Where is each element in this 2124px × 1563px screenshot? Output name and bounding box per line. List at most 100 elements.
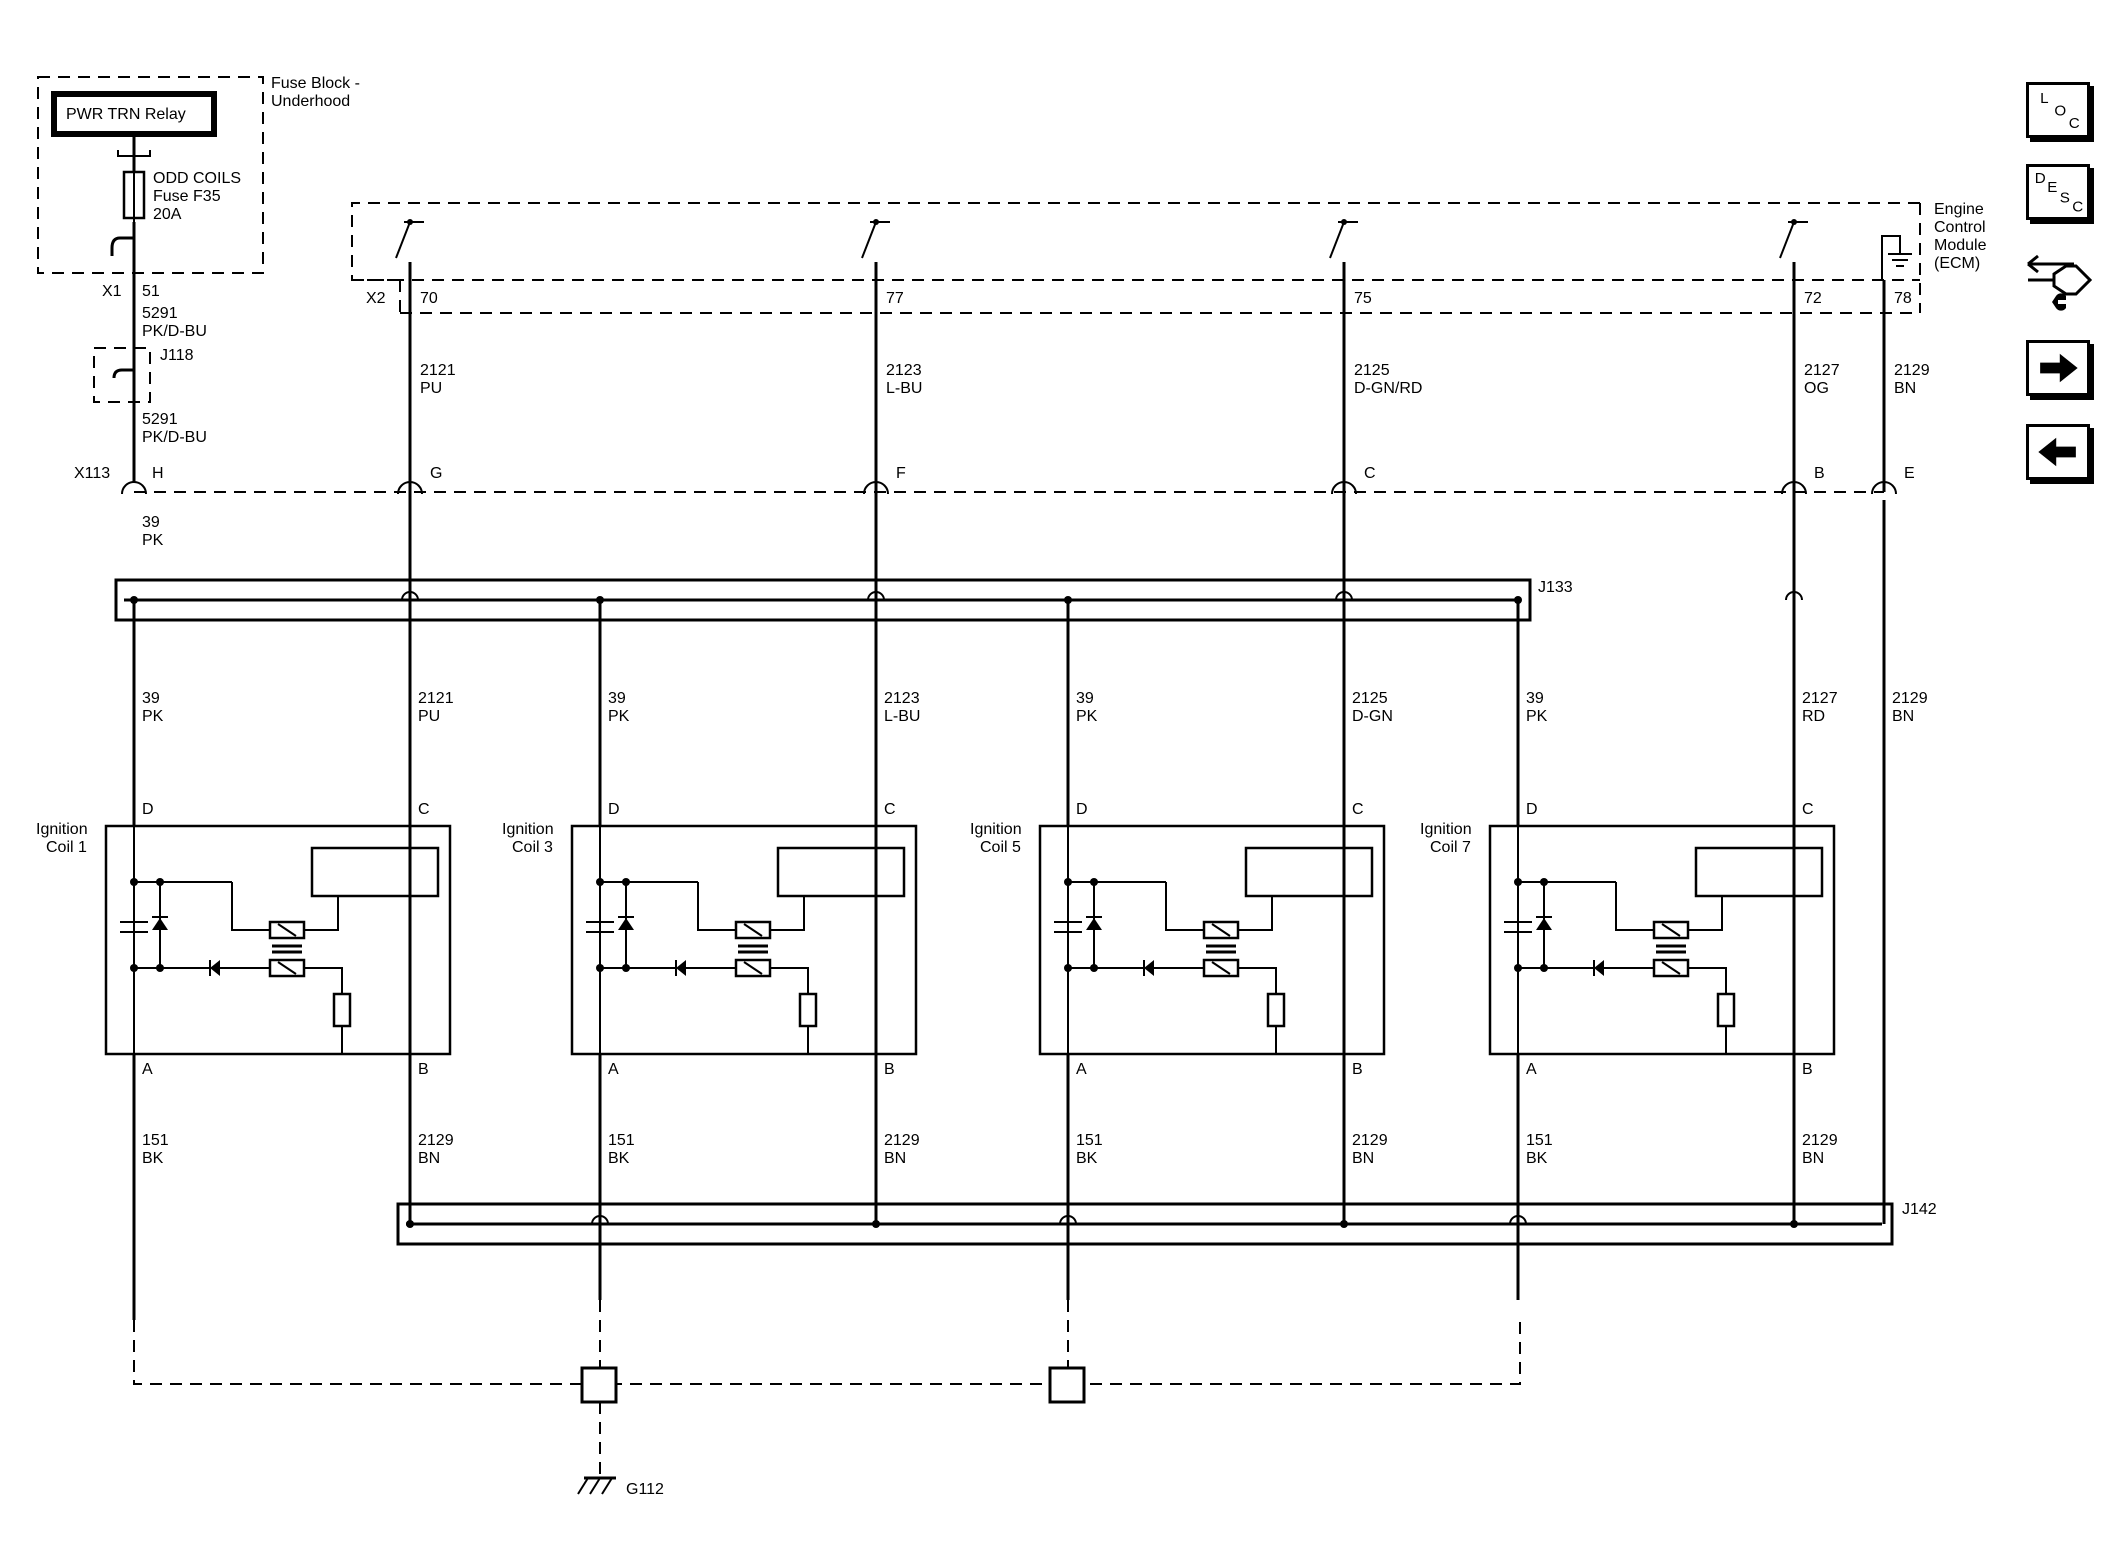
- previous-page-arrow-button[interactable]: [2026, 424, 2090, 480]
- coil-c-circuit: 2127: [1802, 690, 1838, 707]
- coil-c-circuit: 2123: [884, 690, 920, 707]
- ecm-pin-label-77: 77: [886, 290, 904, 307]
- ecm-wire-color-72: OG: [1804, 380, 1829, 397]
- coil-c-circuit: 2125: [1352, 690, 1388, 707]
- x1-pin-label: 51: [142, 283, 160, 300]
- ground-connector-block-left: [580, 1366, 618, 1404]
- coil-a-color: BK: [1076, 1150, 1098, 1167]
- x113-pin-G: G: [430, 465, 442, 482]
- x113-pin-F: F: [896, 465, 906, 482]
- next-page-arrow-button[interactable]: [2026, 340, 2090, 396]
- coil-a-color: BK: [608, 1150, 630, 1167]
- ecm-wire-circuit-72: 2127: [1804, 362, 1840, 379]
- coil-name-line1: Ignition: [970, 821, 1022, 838]
- coil-c-color: PU: [418, 708, 440, 725]
- wire-39-color-top: PK: [142, 532, 164, 549]
- loc-letter-o: O: [2054, 102, 2066, 119]
- wire-2129-circuit-right: 2129: [1892, 690, 1928, 707]
- coil-b-circuit: 2129: [1352, 1132, 1388, 1149]
- ecm-label-2: Control: [1934, 219, 1986, 236]
- coil-driver-module: [1694, 846, 1824, 898]
- diode-symbol: [152, 918, 168, 930]
- coil-d-color: PK: [1526, 708, 1548, 725]
- coil-resistor: [332, 992, 352, 1028]
- pwr-trn-relay-label: PWR TRN Relay: [66, 106, 186, 123]
- coil-driver-module: [776, 846, 906, 898]
- desc-letter-c: C: [2072, 199, 2083, 216]
- coil-pin-c: C: [1352, 801, 1364, 818]
- coil-b-color: BN: [418, 1150, 440, 1167]
- fuse-block-underhood: Fuse Block - Underhood PWR TRN Relay ODD…: [37, 75, 360, 300]
- loc-letter-c: C: [2069, 115, 2080, 132]
- desc-letter-d: D: [2035, 170, 2046, 187]
- ecm-pin-label-78: 78: [1894, 290, 1912, 307]
- j142-label: J142: [1902, 1201, 1937, 1218]
- coil-a-circuit: 151: [608, 1132, 635, 1149]
- coil-name-line1: Ignition: [502, 821, 554, 838]
- ecm-wire-circuit-77: 2123: [886, 362, 922, 379]
- coil-c-color: RD: [1802, 708, 1825, 725]
- coil-d-circuit: 39: [608, 690, 626, 707]
- coil-d-color: PK: [1076, 708, 1098, 725]
- coil-resistor: [1716, 992, 1736, 1028]
- coil-pin-a: A: [142, 1061, 153, 1078]
- fuse-line2: Fuse F35: [153, 188, 221, 205]
- coil-name-line2: Coil 3: [512, 839, 553, 856]
- coil-pin-c: C: [418, 801, 430, 818]
- coil-name-line1: Ignition: [36, 821, 88, 838]
- wire-5291-color-bottom: PK/D-BU: [142, 429, 207, 446]
- coil-b-color: BN: [1352, 1150, 1374, 1167]
- coil-pin-c: C: [884, 801, 896, 818]
- x113-pin-B: B: [1814, 465, 1825, 482]
- fuse-block-title: Fuse Block -: [271, 75, 360, 92]
- ecm-label-4: (ECM): [1934, 255, 1980, 272]
- coil-pin-d: D: [142, 801, 154, 818]
- diode-symbol: [1086, 918, 1102, 930]
- coil-name-line2: Coil 5: [980, 839, 1021, 856]
- ecm-wire-color-78: BN: [1894, 380, 1916, 397]
- j133-label: J133: [1538, 579, 1573, 596]
- ecm-wire-circuit-75: 2125: [1354, 362, 1390, 379]
- fuse-block-subtitle: Underhood: [271, 93, 350, 110]
- x113-pin-C: C: [1364, 465, 1376, 482]
- coil-pin-d: D: [1076, 801, 1088, 818]
- coil-pin-a: A: [1076, 1061, 1087, 1078]
- coil-a-color: BK: [1526, 1150, 1548, 1167]
- wire-5291-circuit-top: 5291: [142, 305, 178, 322]
- x113-pin-E: E: [1904, 465, 1915, 482]
- coil-a-circuit: 151: [142, 1132, 169, 1149]
- ecm-wire-circuit-78: 2129: [1894, 362, 1930, 379]
- coil-a-circuit: 151: [1526, 1132, 1553, 1149]
- coil-c-color: L-BU: [884, 708, 920, 725]
- coil-c-color: D-GN: [1352, 708, 1393, 725]
- ecm-wire-color-75: D-GN/RD: [1354, 380, 1422, 397]
- x113-label: X113: [74, 465, 110, 482]
- coil-b-circuit: 2129: [884, 1132, 920, 1149]
- ecm-label-3: Module: [1934, 237, 1987, 254]
- coil-pin-b: B: [884, 1061, 895, 1078]
- connector-wrench-icon[interactable]: [2024, 244, 2096, 316]
- ecm-label-1: Engine: [1934, 201, 1984, 218]
- diode-symbol: [618, 918, 634, 930]
- x113-connector: X113 H 39 PK: [74, 465, 1884, 549]
- coil-pin-b: B: [1802, 1061, 1813, 1078]
- coil-name-line1: Ignition: [1420, 821, 1472, 838]
- coil-b-color: BN: [884, 1150, 906, 1167]
- g112-label: G112: [626, 1481, 664, 1498]
- coil-b-circuit: 2129: [418, 1132, 454, 1149]
- ecm-pins: 702121PUG772123L-BUF752125D-GN/RDC722127…: [395, 219, 1930, 495]
- diode-symbol: [1536, 918, 1552, 930]
- ecm-wire-color-77: L-BU: [886, 380, 922, 397]
- coil-b-color: BN: [1802, 1150, 1824, 1167]
